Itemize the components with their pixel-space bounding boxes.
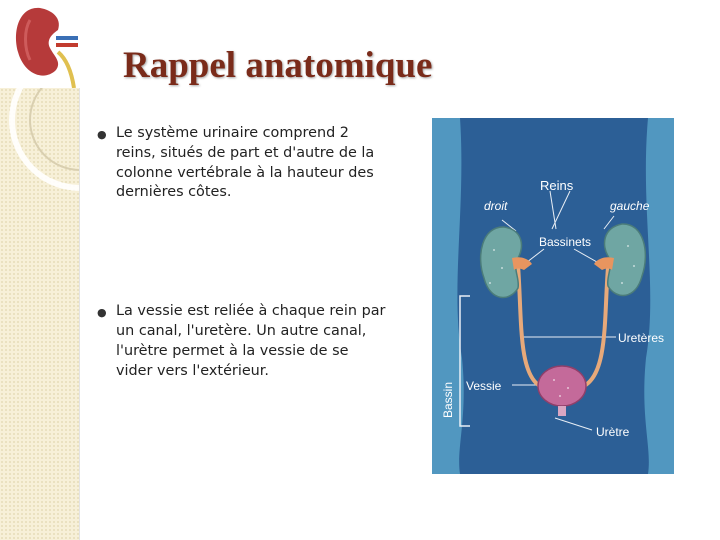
page-title: Rappel anatomique bbox=[123, 45, 433, 86]
bullet-item: ● La vessie est reliée à chaque rein par… bbox=[97, 302, 387, 381]
label-uretre: Urètre bbox=[596, 425, 630, 439]
label-droit: droit bbox=[484, 199, 508, 213]
urinary-system-figure: Reins droit gauche Bassinets Uretères Ba… bbox=[432, 118, 674, 474]
label-bassinets: Bassinets bbox=[539, 235, 591, 249]
decorative-left-strip bbox=[0, 0, 80, 540]
bullet-text: Le système urinaire comprend 2 reins, si… bbox=[116, 125, 375, 201]
urinary-diagram: Reins droit gauche Bassinets Uretères Ba… bbox=[432, 118, 674, 474]
kidney-icon bbox=[16, 7, 78, 89]
bullet-dot-icon: ● bbox=[97, 128, 107, 141]
bullet-text: La vessie est reliée à chaque rein par u… bbox=[116, 303, 386, 379]
bullet-dot-icon: ● bbox=[97, 306, 107, 320]
strip-divider bbox=[79, 0, 80, 540]
decorative-arcs bbox=[9, 49, 80, 191]
bullet-list: ● Le système urinaire comprend 2 reins, … bbox=[97, 124, 387, 381]
label-gauche: gauche bbox=[610, 199, 650, 213]
kidney-logo bbox=[0, 0, 80, 89]
label-vessie: Vessie bbox=[466, 379, 502, 393]
label-ureteres: Uretères bbox=[618, 331, 664, 345]
bullet-item: ● Le système urinaire comprend 2 reins, … bbox=[97, 124, 387, 203]
label-reins: Reins bbox=[540, 178, 574, 193]
label-bassin: Bassin bbox=[441, 382, 455, 418]
